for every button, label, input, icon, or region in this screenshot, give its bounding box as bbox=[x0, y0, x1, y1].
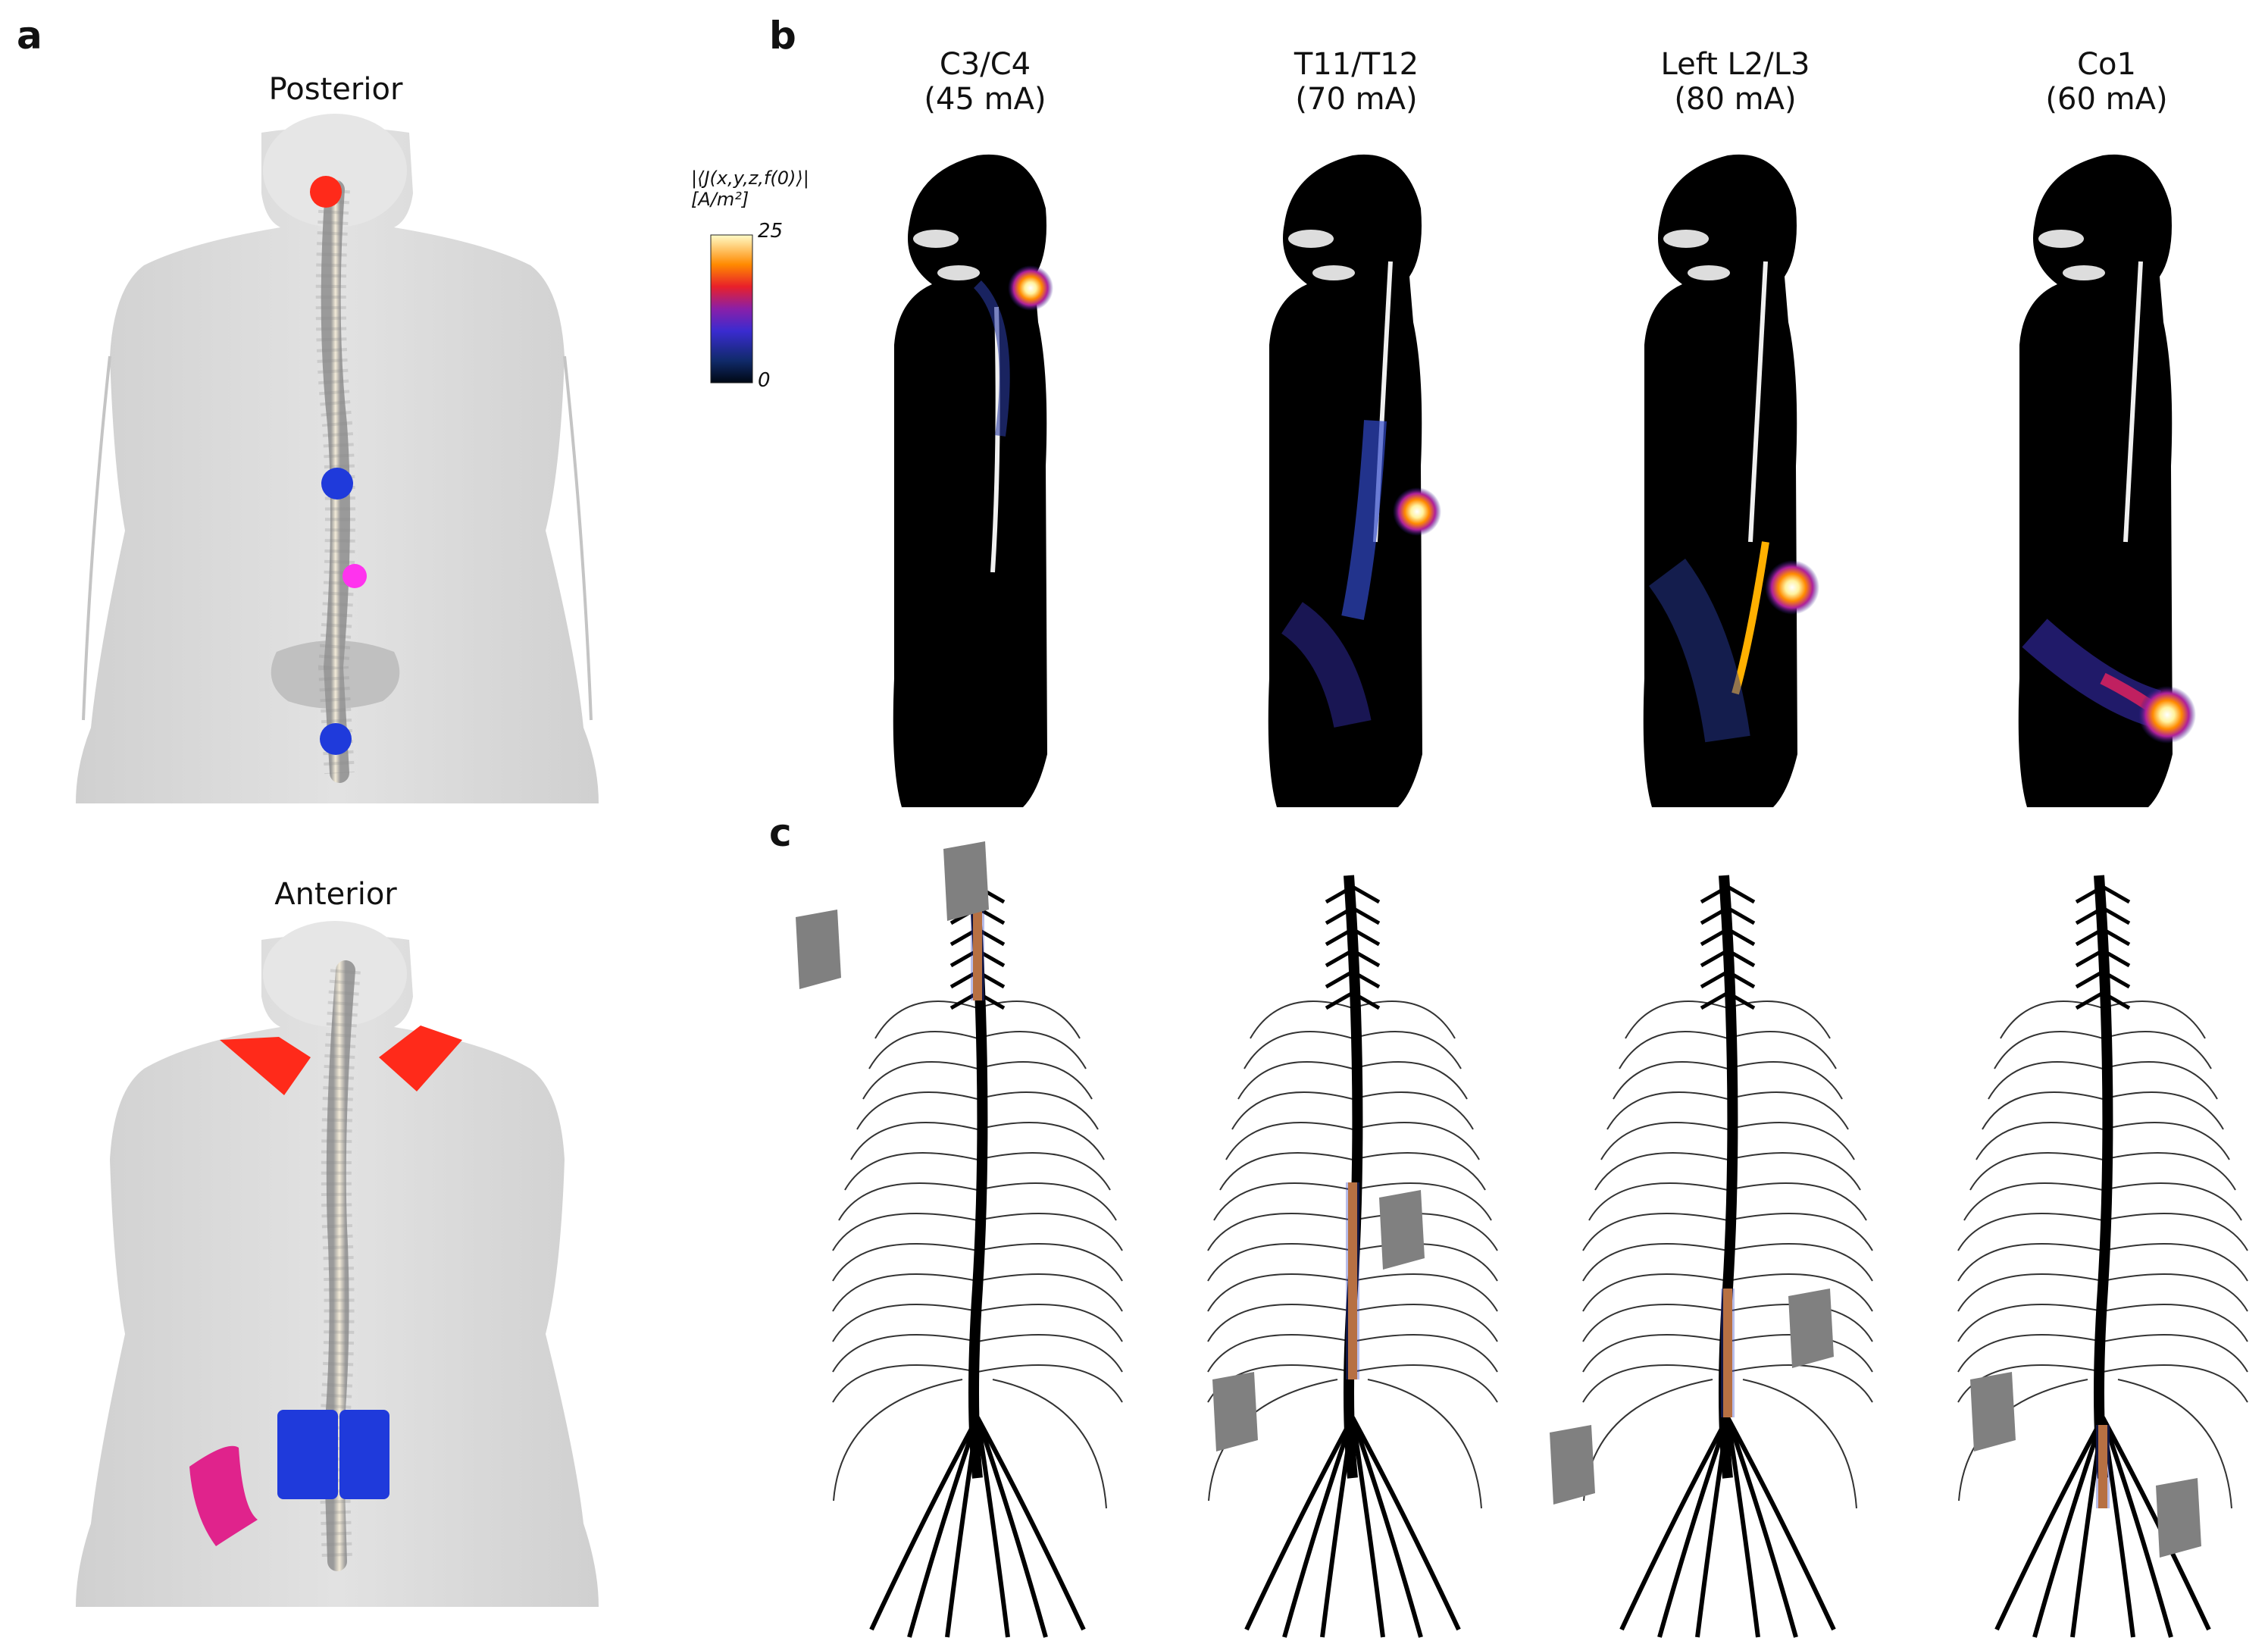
anterior-title: Anterior bbox=[274, 877, 397, 912]
column-current: (70 mA) bbox=[1295, 82, 1418, 117]
electrode-clavicle-left bbox=[220, 1037, 311, 1095]
panel-letter-b: b bbox=[769, 14, 796, 58]
column-title-l2l3: Left L2/L3 (80 mA) bbox=[1584, 47, 1887, 117]
nerve-rendering-co1 bbox=[1957, 875, 2248, 1638]
posterior-head bbox=[263, 114, 407, 227]
nerve-rendering-c3c4 bbox=[796, 841, 1123, 1638]
column-site: Left L2/L3 bbox=[1660, 47, 1810, 82]
electrode-hip-left bbox=[189, 1445, 258, 1546]
right-arm-outline bbox=[563, 355, 593, 721]
electrode-abdomen-right bbox=[339, 1410, 389, 1499]
colorbar-min-label: 0 bbox=[758, 369, 771, 392]
nerve-rendering-l2l3 bbox=[1550, 875, 1873, 1638]
column-site: T11/T12 bbox=[1294, 47, 1419, 82]
colorbar-quantity-label: |⟨J(x,y,z,f(0)⟩| bbox=[691, 168, 809, 189]
column-site: C3/C4 bbox=[939, 47, 1031, 82]
sagittal-slice-co1 bbox=[2018, 154, 2196, 807]
column-current: (60 mA) bbox=[2045, 82, 2168, 117]
electrode-c3c4-posterior bbox=[310, 176, 342, 208]
panel-letter-c: c bbox=[769, 811, 792, 855]
electrode-t11t12-posterior bbox=[321, 468, 353, 499]
column-title-c3c4: C3/C4 (45 mA) bbox=[834, 47, 1137, 117]
posterior-body-model bbox=[76, 114, 599, 803]
sagittal-slice-t11t12 bbox=[1268, 154, 1441, 807]
nerve-rendering-t11t12 bbox=[1207, 875, 1498, 1638]
anterior-body-model bbox=[76, 921, 599, 1607]
column-title-t11t12: T11/T12 (70 mA) bbox=[1205, 47, 1508, 117]
panel-letter-a: a bbox=[17, 14, 42, 58]
electrode-co1-posterior bbox=[320, 723, 352, 755]
column-current: (45 mA) bbox=[924, 82, 1046, 117]
anterior-head bbox=[263, 921, 407, 1027]
colorbar bbox=[710, 234, 753, 384]
colorbar-unit-label: [A/m²] bbox=[691, 189, 749, 210]
column-title-co1: Co1 (60 mA) bbox=[1955, 47, 2258, 117]
posterior-title: Posterior bbox=[268, 72, 403, 107]
colorbar-max-label: 25 bbox=[758, 220, 784, 243]
column-current: (80 mA) bbox=[1674, 82, 1797, 117]
sagittal-slice-l2l3 bbox=[1643, 154, 1819, 807]
anterior-spine bbox=[323, 960, 355, 1571]
electrode-l2l3-posterior bbox=[343, 564, 367, 588]
posterior-spine bbox=[321, 180, 350, 783]
column-site: Co1 bbox=[2077, 47, 2136, 82]
left-arm-outline bbox=[82, 355, 111, 721]
electrode-clavicle-right bbox=[379, 1026, 462, 1091]
sagittal-slice-c3c4 bbox=[893, 154, 1053, 807]
electrode-abdomen-left bbox=[277, 1410, 338, 1499]
